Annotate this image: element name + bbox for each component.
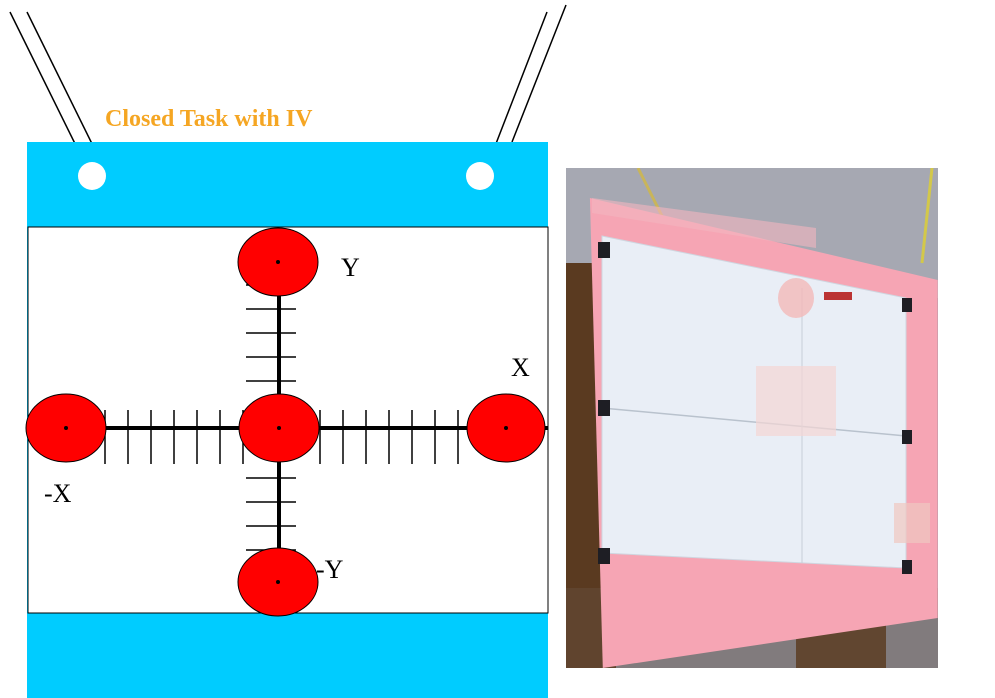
photo-top-target bbox=[778, 278, 814, 318]
targets bbox=[25, 227, 546, 617]
photo-right-string bbox=[920, 168, 934, 264]
target-x-positive-dot bbox=[504, 426, 508, 430]
photo-binder-clips bbox=[598, 242, 912, 574]
photo-board-highlight bbox=[592, 198, 816, 248]
photo-horizontal-line bbox=[601, 407, 907, 437]
hanging-board-photo bbox=[566, 168, 938, 668]
diagram-title: Closed Task with IV bbox=[105, 106, 313, 132]
label-x-positive: X bbox=[511, 353, 530, 382]
photo-marker bbox=[824, 292, 852, 300]
left-hanging-hole bbox=[78, 162, 106, 190]
target-x-negative-dot bbox=[64, 426, 68, 430]
target-y-positive-dot bbox=[276, 260, 280, 264]
photo-right-target bbox=[894, 503, 930, 543]
right-hanging-hole bbox=[466, 162, 494, 190]
target-center-dot bbox=[277, 426, 281, 430]
label-y-negative: -Y bbox=[316, 555, 344, 584]
target-y-negative-dot bbox=[276, 580, 280, 584]
label-x-negative: -X bbox=[44, 479, 72, 508]
photo-center-target bbox=[756, 366, 836, 436]
label-y-positive: Y bbox=[341, 253, 360, 282]
left-string-inner bbox=[26, 11, 101, 161]
right-string-inner bbox=[511, 4, 567, 143]
